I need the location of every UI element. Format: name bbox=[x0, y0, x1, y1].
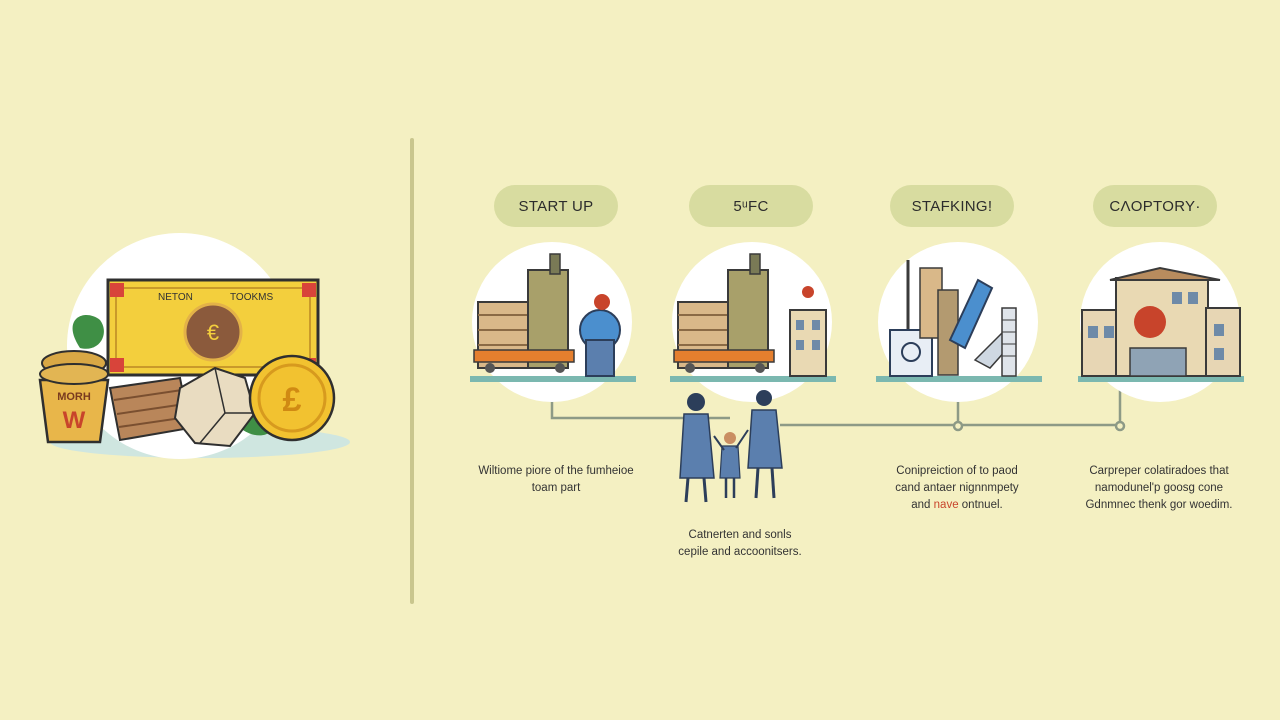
pound-symbol: £ bbox=[283, 381, 302, 419]
stage-3-machinery-icon bbox=[876, 242, 1042, 402]
stage-pill-2: 5ᵘFC bbox=[689, 185, 813, 227]
basket-text: MORH bbox=[57, 391, 91, 403]
description-2: Catnerten and sonls cepile and accoonits… bbox=[640, 527, 840, 561]
banknote-left-text: NETON bbox=[158, 292, 193, 303]
banknote-right-text: TOOKMS bbox=[230, 292, 273, 303]
stage-pill-4: CΛOPTORY· bbox=[1093, 185, 1217, 227]
connector-lines bbox=[550, 390, 1126, 432]
description-line: toam part bbox=[531, 482, 581, 494]
description-line: Gdnmnec thenk gor woedim. bbox=[1085, 499, 1233, 511]
pound-coin-icon: £ bbox=[248, 354, 336, 442]
stage-pill-3: STAFKING! bbox=[890, 185, 1014, 227]
description-line: namodunel'p goosg cone bbox=[1094, 482, 1224, 494]
stage-label: STAFKING! bbox=[911, 197, 993, 215]
stage-label: CΛOPTORY· bbox=[1109, 197, 1201, 215]
stage-2-factory-icon bbox=[670, 242, 836, 402]
description-line: cepile and accoonitsers. bbox=[678, 546, 802, 558]
description-line: Carpreper colatiradoes that bbox=[1089, 465, 1229, 477]
euro-symbol: € bbox=[207, 320, 219, 345]
leaf-icon bbox=[72, 315, 104, 349]
description-3: Conipreiction of to paod cand antaer nig… bbox=[866, 463, 1048, 514]
family-icon bbox=[679, 390, 783, 503]
description-line: Wiltiome piore of the fumheioe bbox=[478, 465, 634, 477]
stage-1-factory-icon bbox=[470, 242, 636, 402]
banknote-icon: NETON TOOKMS € bbox=[106, 278, 320, 377]
stage-pill-start-up: START UP bbox=[494, 185, 618, 227]
highlighted-word: nave bbox=[933, 499, 959, 511]
description-line: Conipreiction of to paod bbox=[896, 465, 1018, 477]
description-1: Wiltiome piore of the fumheioe toam part bbox=[458, 463, 654, 497]
money-illustration: NETON TOOKMS € MORH W bbox=[38, 233, 350, 459]
stage-label: 5ᵘFC bbox=[733, 197, 769, 215]
basket-icon: MORH W bbox=[38, 350, 110, 444]
basket-letter: W bbox=[63, 407, 86, 434]
description-line: Catnerten and sonls bbox=[688, 529, 792, 541]
description-line: and nave ontnuel. bbox=[911, 499, 1003, 511]
stage-graphics bbox=[470, 242, 1244, 503]
description-4: Carpreper colatiradoes that namodunel'p … bbox=[1064, 463, 1254, 514]
stage-4-building-icon bbox=[1078, 242, 1244, 402]
stage-label: START UP bbox=[518, 197, 594, 215]
ore-icon bbox=[173, 366, 257, 448]
description-line: cand antaer nignnmpety bbox=[895, 482, 1019, 494]
vertical-divider bbox=[410, 138, 414, 604]
